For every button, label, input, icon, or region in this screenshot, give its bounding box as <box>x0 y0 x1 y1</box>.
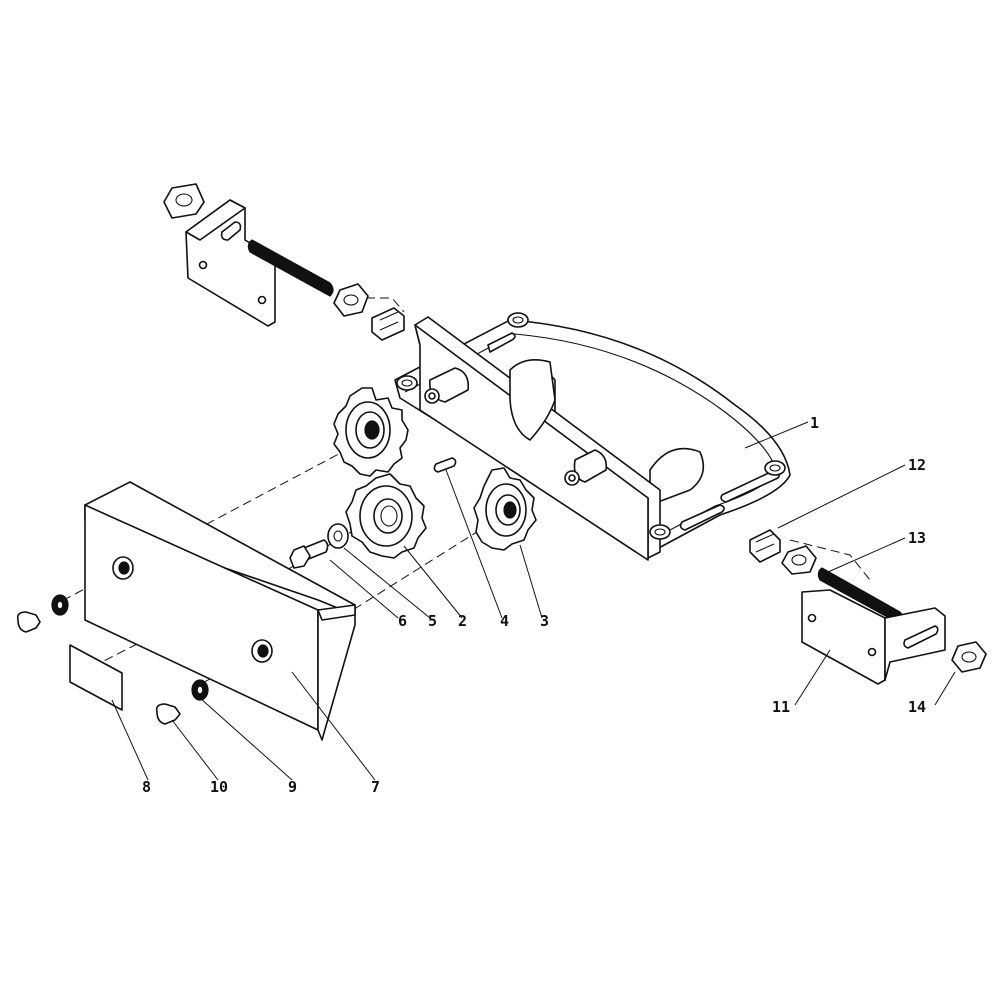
washer-part-5 <box>327 523 349 549</box>
callout-8: 8 <box>142 778 151 796</box>
sprocket-upper <box>333 387 409 477</box>
leader-lines <box>111 421 956 781</box>
key-part-4 <box>433 457 457 473</box>
lock-washer-part-9 <box>51 594 209 701</box>
callout-labels: 1 2 3 4 5 6 7 8 9 10 11 12 13 14 <box>142 414 926 796</box>
screw-part-10 <box>16 611 181 725</box>
callout-14: 14 <box>908 698 926 716</box>
callout-4: 4 <box>500 612 509 630</box>
callout-9: 9 <box>288 778 297 796</box>
callout-1: 1 <box>810 414 819 432</box>
callout-12: 12 <box>908 456 926 474</box>
callout-11: 11 <box>772 698 790 716</box>
label-part-8 <box>69 644 123 711</box>
sprocket-part-2 <box>345 473 427 559</box>
cover-plate-part-7 <box>84 481 356 741</box>
callout-6: 6 <box>398 612 407 630</box>
callout-3: 3 <box>540 612 549 630</box>
base-plate-part-1 <box>394 312 791 561</box>
callout-2: 2 <box>458 612 467 630</box>
sprocket-part-3 <box>473 467 537 551</box>
right-tensioner-bracket <box>749 529 987 685</box>
callout-13: 13 <box>908 529 926 547</box>
top-tensioner-bracket <box>163 183 405 341</box>
callout-7: 7 <box>371 778 380 796</box>
callout-5: 5 <box>428 612 437 630</box>
bolt-part-6 <box>289 539 329 569</box>
callout-10: 10 <box>210 778 228 796</box>
